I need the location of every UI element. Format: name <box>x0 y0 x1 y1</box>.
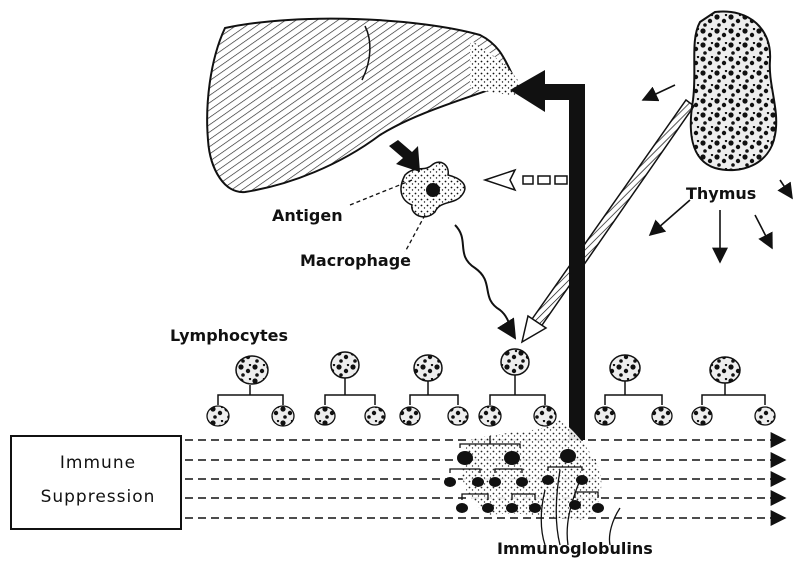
lymphocyte-parents <box>236 349 740 384</box>
lymphocyte-daughters <box>207 406 775 426</box>
feedback-arrow-icon <box>510 70 585 440</box>
suppression-line-1: Immune <box>12 453 184 473</box>
antigen-label: Antigen <box>272 207 343 225</box>
lymphocyte-brackets <box>218 375 765 405</box>
liver-to-antigen-arrow <box>389 140 420 172</box>
immunoglobulins-label: Immunoglobulins <box>497 540 653 558</box>
thymus-label: Thymus <box>686 185 756 203</box>
thymus-hatched-arrow <box>530 100 694 328</box>
suppression-line-2: Suppression <box>12 487 184 507</box>
thymus-illustration <box>691 12 776 171</box>
signal-to-macrophage <box>485 170 567 190</box>
macrophage-nucleus <box>426 183 440 197</box>
macrophage-leader <box>405 215 425 252</box>
macrophage-label: Macrophage <box>300 252 411 270</box>
immune-suppression-box: Immune Suppression <box>10 435 182 530</box>
lymphocytes-label: Lymphocytes <box>170 327 288 345</box>
wavy-arrow-icon <box>455 225 515 338</box>
liver-illustration <box>207 19 525 192</box>
